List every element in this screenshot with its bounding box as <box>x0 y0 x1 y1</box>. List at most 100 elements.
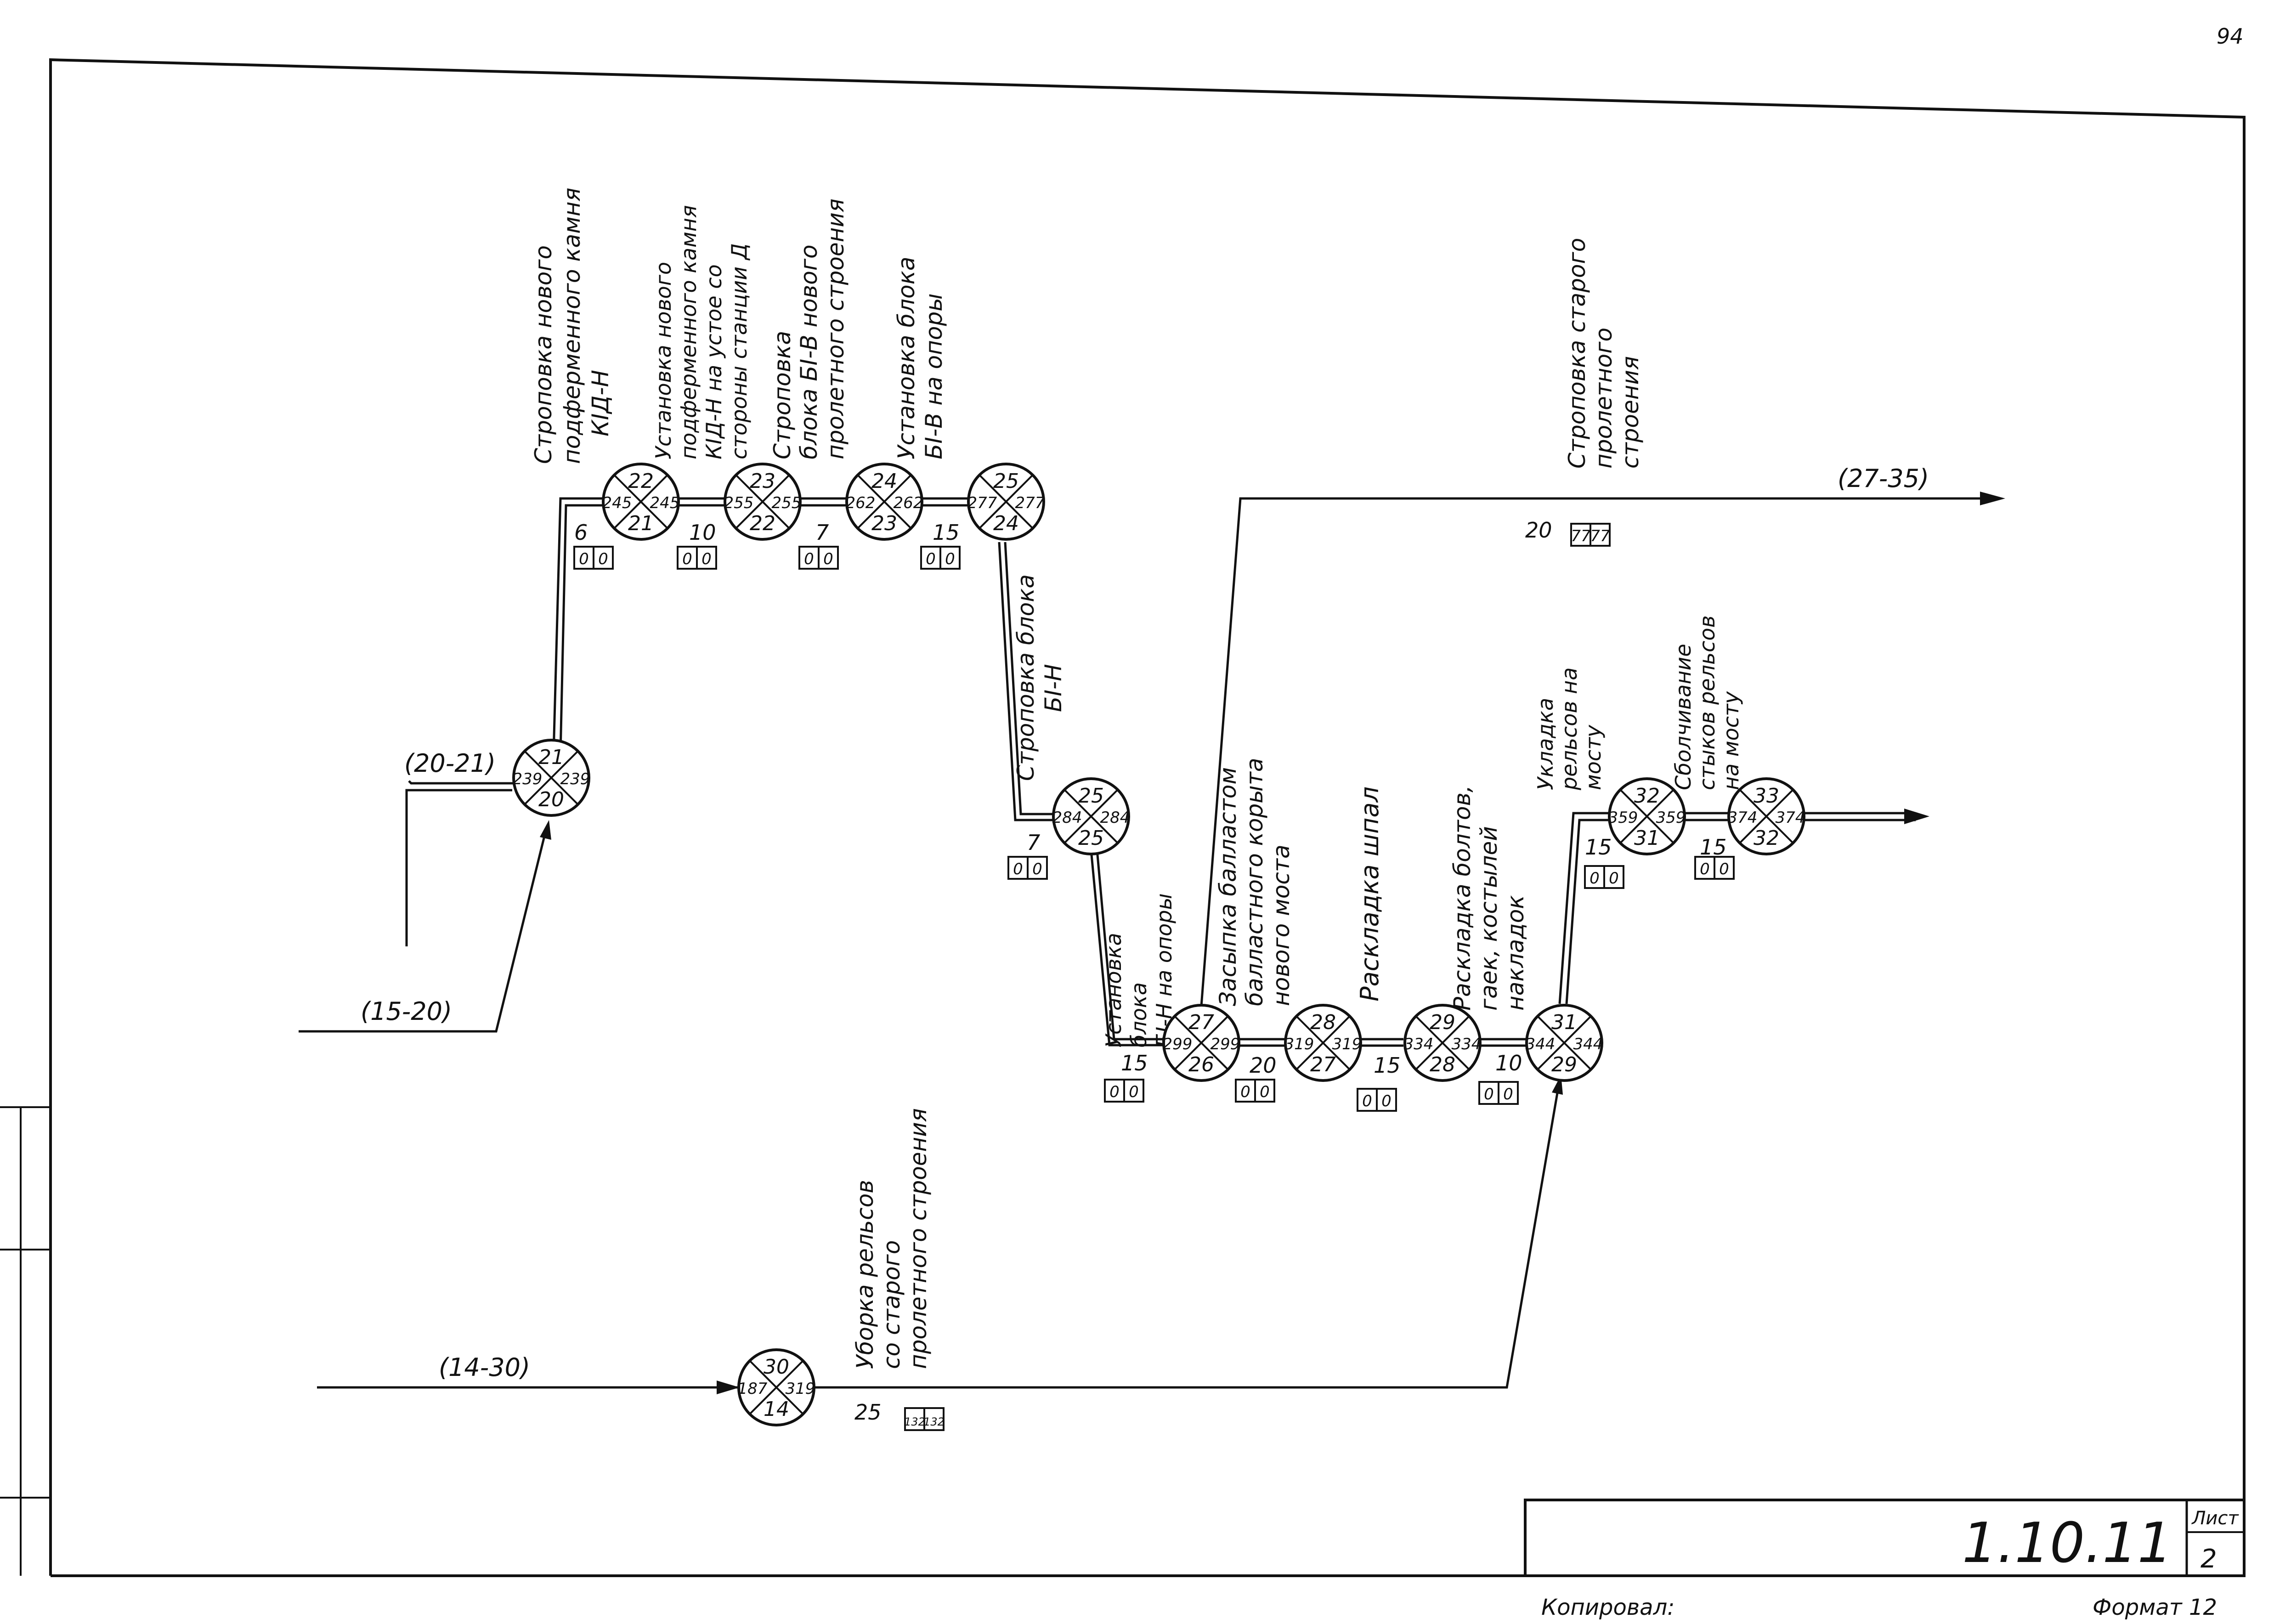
activity-labels: Строповка новогоподферменного камняКIД-Н… <box>530 187 1743 1369</box>
event-node-divider <box>1415 1015 1470 1070</box>
reserve-box <box>904 1407 925 1431</box>
svg-text:Раскладка болтов,гаек, костыле: Раскладка болтов,гаек, костылейнакладок <box>1449 785 1529 1011</box>
event-node-top-value: 21 <box>538 746 564 769</box>
event-node-bottom-value: 25 <box>1078 826 1104 850</box>
event-node-left-value: 299 <box>1163 1035 1193 1053</box>
event-node-right-value: 359 <box>1656 809 1686 827</box>
reserve-box <box>923 1407 945 1431</box>
reserve-box <box>1714 856 1735 880</box>
ref-20-21: (20-21) <box>404 749 496 778</box>
title-block: 1.10.11 Лист 2 Копировал: Формат 12 <box>1524 1499 2246 1620</box>
event-node-divider <box>735 474 790 529</box>
reserve-box <box>939 546 961 570</box>
event-node-divider <box>857 474 912 529</box>
reserve-value: 0 <box>579 550 589 568</box>
event-node-right-value: 319 <box>1332 1035 1362 1053</box>
reserve-value: 0 <box>1590 869 1600 888</box>
drawing-frame <box>0 58 2246 1577</box>
svg-text:Установка новогоподферменного: Установка новогоподферменного камняКIД-Н… <box>651 205 752 459</box>
reserve-box <box>593 546 614 570</box>
event-node-left-value: 262 <box>846 494 876 512</box>
event-node-bottom-value: 20 <box>538 788 564 811</box>
reserve-value: 0 <box>1503 1085 1513 1103</box>
activity-label-31-32: Укладкарельсов намосту <box>1533 668 1606 791</box>
event-node-right-value: 334 <box>1452 1035 1482 1053</box>
reserve-value: 0 <box>1129 1083 1139 1101</box>
reserve-box <box>818 546 839 570</box>
reserve-box <box>1007 856 1029 880</box>
reserve-value: 0 <box>1362 1092 1372 1110</box>
event-node-divider <box>1063 789 1119 844</box>
event-node-top-value: 23 <box>750 470 775 493</box>
reserve-box <box>798 546 820 570</box>
event-node-divider <box>613 474 668 529</box>
event-node-right-value: 374 <box>1776 809 1805 827</box>
event-node-top-value: 22 <box>628 470 654 493</box>
reserve-box <box>1590 523 1611 547</box>
event-node-bottom-value: 28 <box>1430 1053 1455 1076</box>
ref-27-35: (27-35) <box>1838 464 1929 493</box>
event-node-right-value: 255 <box>772 494 802 512</box>
activity-label-28-29: Раскладка шпал <box>1355 787 1384 1002</box>
event-node-divider <box>1537 1015 1592 1070</box>
reserve-box <box>1027 856 1048 880</box>
duration-a27_28: 20 <box>1250 1053 1277 1078</box>
reserve-box <box>1254 1079 1275 1103</box>
activity-label-27-28: Засыпка балластомбалластного корытановог… <box>1215 758 1295 1006</box>
event-node-right-value: 277 <box>1015 494 1045 512</box>
svg-text:Укладкарельсов намосту: Укладкарельсов намосту <box>1533 668 1606 791</box>
svg-text:УстановкаблокаБI-Н на опоры: УстановкаблокаБI-Н на опоры <box>1101 893 1177 1047</box>
reserve-value: 77 <box>1590 527 1610 545</box>
activity-label-22-23: Установка новогоподферменного камняКIД-Н… <box>651 205 752 459</box>
activity-label-23-24: Строповкаблока БI-В новогопролетного стр… <box>769 198 849 459</box>
event-node-right-value: 284 <box>1100 809 1130 827</box>
event-node-divider <box>979 474 1034 529</box>
reserve-value: 77 <box>1571 527 1591 545</box>
event-node-left-value: 284 <box>1052 809 1082 827</box>
event-node-right-value: 299 <box>1211 1035 1240 1053</box>
reserve-value: 0 <box>1240 1083 1250 1101</box>
ref-14-30: (14-30) <box>439 1353 530 1382</box>
event-node-bottom-value: 27 <box>1310 1053 1336 1076</box>
event-node-bottom-value: 14 <box>764 1398 789 1421</box>
reserve-box <box>1498 1081 1519 1105</box>
reserve-value: 0 <box>823 550 833 568</box>
reserve-value: 0 <box>1260 1083 1270 1101</box>
event-node-bottom-value: 32 <box>1754 826 1779 850</box>
sheet-label: Лист <box>2191 1508 2239 1529</box>
copied-label: Копировал: <box>1541 1595 1674 1620</box>
svg-text:Раскладка шпал: Раскладка шпал <box>1355 787 1384 1002</box>
event-node-bottom-value: 22 <box>750 512 775 535</box>
event-node-right-value: 262 <box>894 494 923 512</box>
event-node-right-value: 344 <box>1573 1035 1603 1053</box>
reserve-value: 0 <box>926 550 936 568</box>
duration-a32_33: 15 <box>1700 835 1727 860</box>
event-node-bottom-value: 29 <box>1551 1053 1577 1076</box>
reserve-value: 0 <box>682 550 692 568</box>
page-number: 94 <box>2217 24 2244 49</box>
reserve-value: 0 <box>945 550 955 568</box>
reserve-value: 0 <box>1109 1083 1120 1101</box>
reserve-box <box>1376 1088 1397 1112</box>
doc-code: 1.10.11 <box>1962 1511 2172 1575</box>
svg-text:Строповка новогоподферменного: Строповка новогоподферменного камняКIД-Н <box>530 187 614 464</box>
svg-text:Строповка старогопролетногостр: Строповка старогопролетногостроения <box>1564 238 1644 469</box>
reserve-value: 0 <box>1484 1085 1494 1103</box>
event-node-divider <box>1739 789 1794 844</box>
reserve-value: 132 <box>904 1415 925 1428</box>
duration-a27_35: 20 <box>1525 518 1552 543</box>
reserve-value: 0 <box>804 550 814 568</box>
